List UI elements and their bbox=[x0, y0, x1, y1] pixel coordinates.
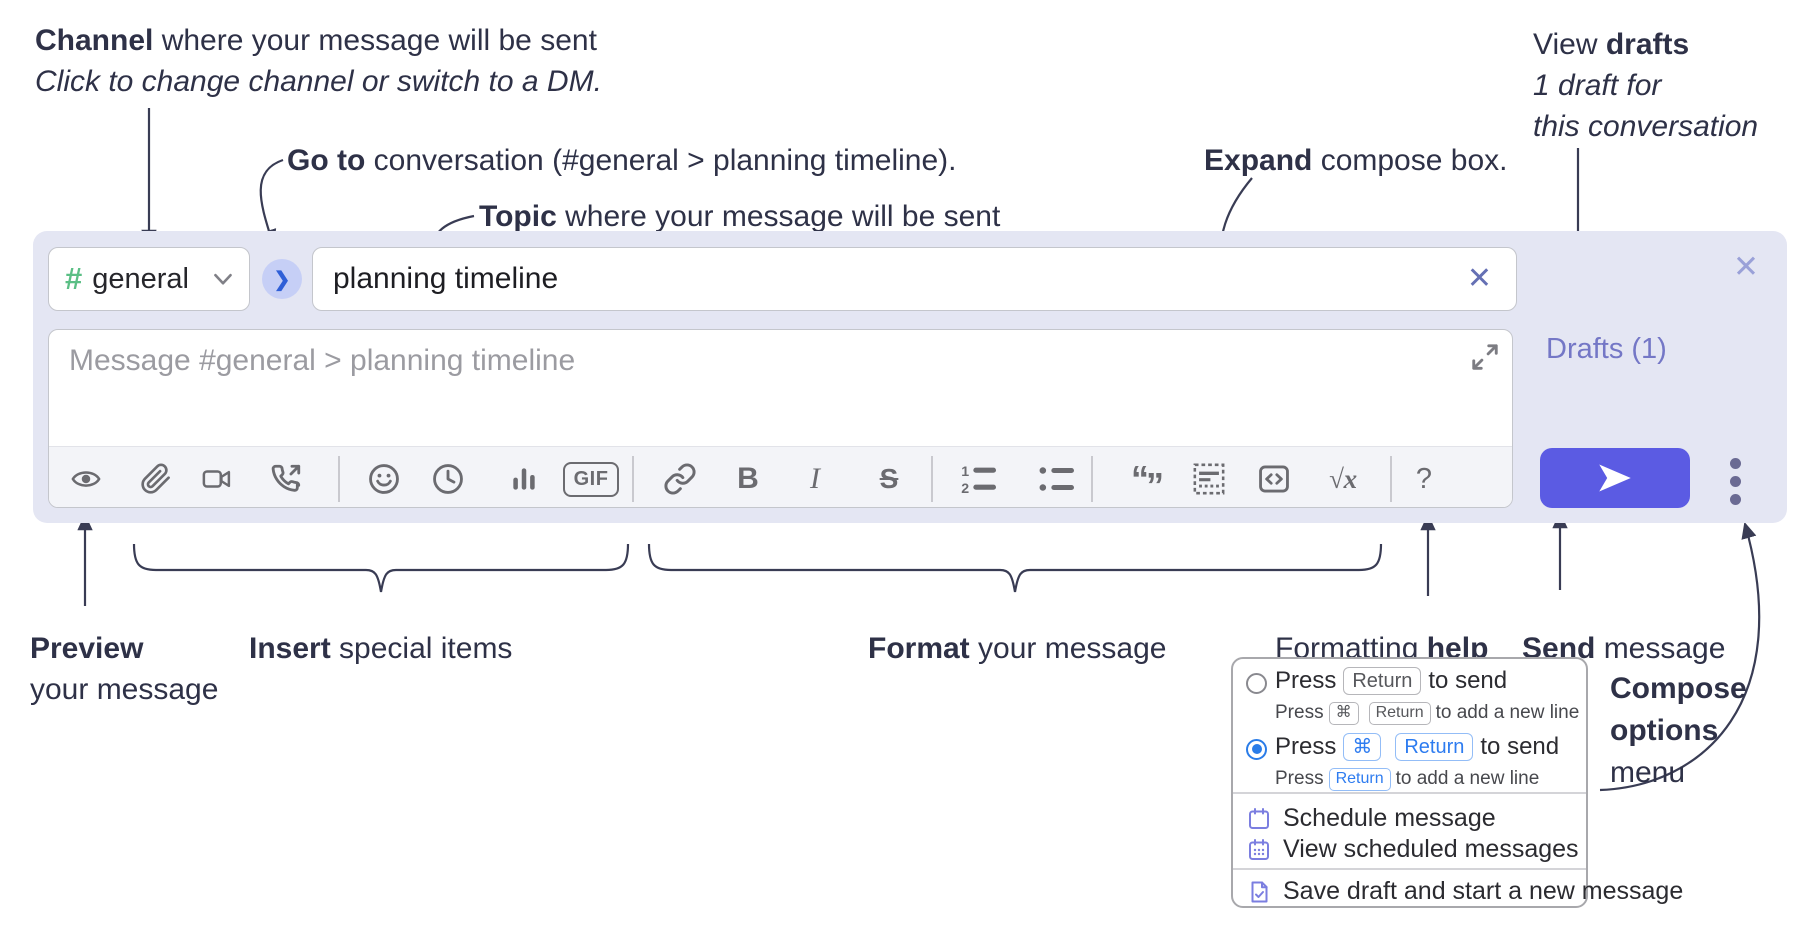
option-return-to-send[interactable]: Press Return to send bbox=[1275, 667, 1508, 695]
send-paper-plane-icon bbox=[1599, 464, 1631, 492]
close-compose-icon[interactable]: ✕ bbox=[1733, 249, 1759, 284]
link-icon[interactable] bbox=[658, 459, 702, 499]
format-brace bbox=[647, 543, 1383, 593]
goto-note: Go to conversation (#general > planning … bbox=[287, 144, 957, 177]
channel-hash-icon: # bbox=[65, 261, 83, 296]
cmd-key: ⌘ bbox=[1328, 702, 1359, 725]
return-key: Return bbox=[1343, 667, 1422, 695]
gif-icon[interactable]: GIF bbox=[553, 459, 629, 499]
compose-box: # general ❯ planning timeline ✕ ✕ Messag… bbox=[33, 231, 1787, 523]
audio-call-icon[interactable] bbox=[264, 459, 308, 499]
expand-note: Expand compose box. bbox=[1204, 144, 1508, 177]
toolbar-divider bbox=[632, 456, 634, 502]
video-call-icon[interactable] bbox=[195, 459, 239, 499]
compose-options-menu-icon[interactable] bbox=[1730, 458, 1741, 505]
preview-eye-icon[interactable] bbox=[64, 459, 108, 499]
channel-name: general bbox=[92, 262, 189, 295]
drafts-link[interactable]: Drafts (1) bbox=[1546, 333, 1667, 365]
message-placeholder: Message #general > planning timeline bbox=[69, 344, 576, 377]
message-input[interactable]: Message #general > planning timeline bbox=[48, 329, 1513, 508]
toolbar-divider bbox=[338, 456, 340, 502]
bulleted-list-icon[interactable] bbox=[1031, 459, 1083, 499]
return-key: Return bbox=[1328, 768, 1391, 791]
topic-value: planning timeline bbox=[333, 262, 559, 295]
toolbar-divider bbox=[931, 456, 933, 502]
go-to-conversation-button[interactable]: ❯ bbox=[262, 259, 302, 299]
calendar-grid-icon bbox=[1249, 838, 1269, 860]
channel-note-rest: where your message will be sent bbox=[153, 24, 597, 57]
menu-item-schedule-message[interactable]: Schedule message bbox=[1247, 804, 1496, 833]
quote-icon[interactable]: “” bbox=[1131, 458, 1164, 506]
preview-note: Preview your message bbox=[30, 632, 219, 707]
format-note: Format your message bbox=[868, 632, 1167, 665]
channel-selector[interactable]: # general bbox=[48, 247, 250, 311]
chevron-right-icon: ❯ bbox=[273, 268, 291, 291]
svg-text:1: 1 bbox=[961, 464, 969, 480]
topic-input[interactable]: planning timeline ✕ bbox=[312, 247, 1517, 311]
message-formatting-help-icon[interactable]: ? bbox=[1415, 462, 1433, 495]
drafts-note: View drafts 1 draft for this conversatio… bbox=[1533, 28, 1759, 144]
math-icon[interactable]: √x bbox=[1328, 463, 1358, 494]
italic-icon[interactable]: I bbox=[810, 462, 820, 495]
menu-item-save-draft[interactable]: Save draft and start a new message bbox=[1247, 877, 1683, 906]
compose-options-note: Compose options menu bbox=[1610, 672, 1747, 789]
option-return-to-send-sub: Press ⌘ Return to add a new line bbox=[1275, 702, 1580, 725]
save-draft-icon bbox=[1251, 881, 1268, 902]
insert-note: Insert special items bbox=[249, 632, 513, 665]
channel-note-bold: Channel bbox=[35, 24, 154, 57]
insert-brace bbox=[132, 543, 630, 593]
compose-options-popup: Press Return to send Press ⌘ Return to a… bbox=[1231, 657, 1683, 908]
svg-text:2: 2 bbox=[961, 481, 969, 496]
poll-bar-chart-icon[interactable] bbox=[502, 459, 546, 499]
return-key: Return bbox=[1368, 702, 1431, 725]
attach-paperclip-icon[interactable] bbox=[134, 459, 178, 499]
emoji-smiley-icon[interactable] bbox=[362, 459, 406, 499]
calendar-icon bbox=[1249, 807, 1269, 829]
code-icon[interactable] bbox=[1252, 459, 1296, 499]
popup-divider bbox=[1233, 868, 1586, 870]
radio-return-to-send[interactable] bbox=[1246, 673, 1267, 694]
topic-note: Topic where your message will be sent bbox=[479, 200, 1001, 233]
expand-compose-icon[interactable] bbox=[1470, 342, 1500, 372]
numbered-list-icon[interactable]: 1 2 bbox=[953, 459, 1005, 499]
menu-item-view-scheduled-messages[interactable]: View scheduled messages bbox=[1247, 835, 1579, 864]
radio-cmd-return-to-send[interactable] bbox=[1246, 739, 1267, 760]
clear-topic-icon[interactable]: ✕ bbox=[1466, 262, 1492, 295]
return-key: Return bbox=[1395, 733, 1474, 761]
schedule-clock-icon[interactable] bbox=[426, 459, 470, 499]
channel-note-line2: Click to change channel or switch to a D… bbox=[35, 65, 602, 99]
toolbar-divider bbox=[1390, 456, 1392, 502]
strikethrough-icon[interactable]: S bbox=[879, 463, 899, 494]
spoiler-icon[interactable] bbox=[1187, 459, 1231, 499]
option-cmd-return-to-send-sub: Press Return to add a new line bbox=[1275, 768, 1540, 791]
channel-note: Channel where your message will be sent … bbox=[35, 20, 602, 102]
popup-divider bbox=[1233, 792, 1586, 794]
send-button[interactable] bbox=[1540, 448, 1690, 508]
option-cmd-return-to-send[interactable]: Press ⌘ Return to send bbox=[1275, 733, 1560, 761]
toolbar-divider bbox=[1091, 456, 1093, 502]
cmd-key: ⌘ bbox=[1343, 733, 1382, 761]
chevron-down-icon bbox=[214, 273, 232, 285]
bold-icon[interactable]: B bbox=[737, 462, 759, 495]
